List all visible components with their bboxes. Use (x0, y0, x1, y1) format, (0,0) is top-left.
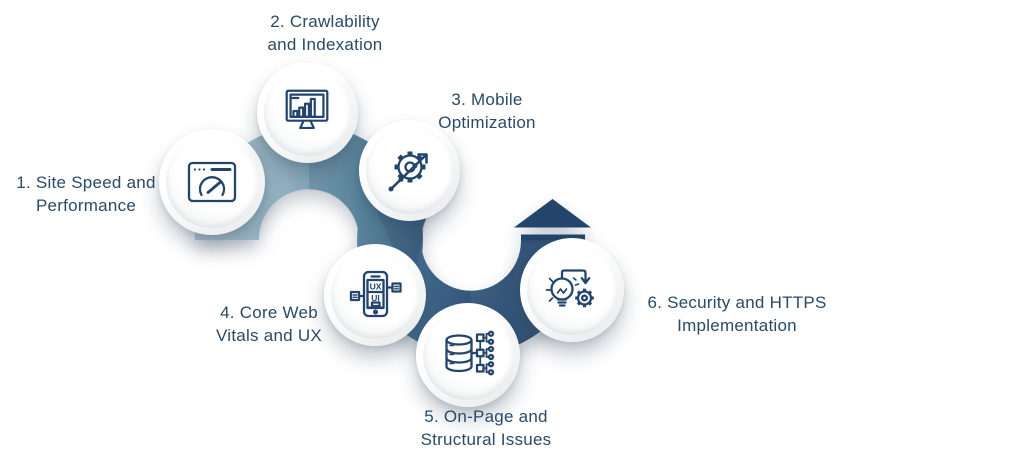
step-label-6: 6. Security and HTTPS Implementation (647, 293, 827, 335)
step-node-1 (159, 129, 265, 235)
ribbon-arrow-shaft (521, 234, 585, 243)
lightbulb-process-gear-icon (545, 269, 594, 308)
step-node-2 (257, 62, 358, 163)
step-node-6-disc (526, 244, 618, 336)
step-node-3-disc (365, 126, 454, 215)
gear-growth-arrow-icon (388, 151, 429, 192)
step-node-4-disc: UX UI (330, 250, 420, 340)
step-node-5 (416, 303, 520, 407)
ux-text: UX (370, 281, 382, 291)
database-sitemap-icon (445, 330, 495, 376)
ui-text: UI (371, 293, 380, 303)
step-node-5-disc (422, 309, 514, 401)
step-label-2: 2. Crawlability and Indexation (267, 12, 383, 54)
step-node-3 (359, 120, 460, 221)
step-node-2-disc (263, 68, 352, 157)
ux-ui-phone-icon: UX UI (349, 270, 402, 318)
step-label-5: 5. On-Page and Structural Issues (420, 407, 552, 449)
monitor-bar-chart-icon (286, 90, 329, 130)
step-node-6 (520, 238, 624, 342)
ribbon-arrowhead-icon (514, 199, 591, 228)
step-label-4: 4. Core Web Vitals and UX (216, 303, 322, 345)
step-node-1-disc (165, 135, 259, 229)
step-label-3: 3. Mobile Optimization (438, 90, 536, 132)
step-node-4: UX UI (324, 244, 426, 346)
step-label-1: 1. Site Speed and Performance (16, 173, 156, 215)
speedometer-browser-icon (187, 161, 237, 203)
